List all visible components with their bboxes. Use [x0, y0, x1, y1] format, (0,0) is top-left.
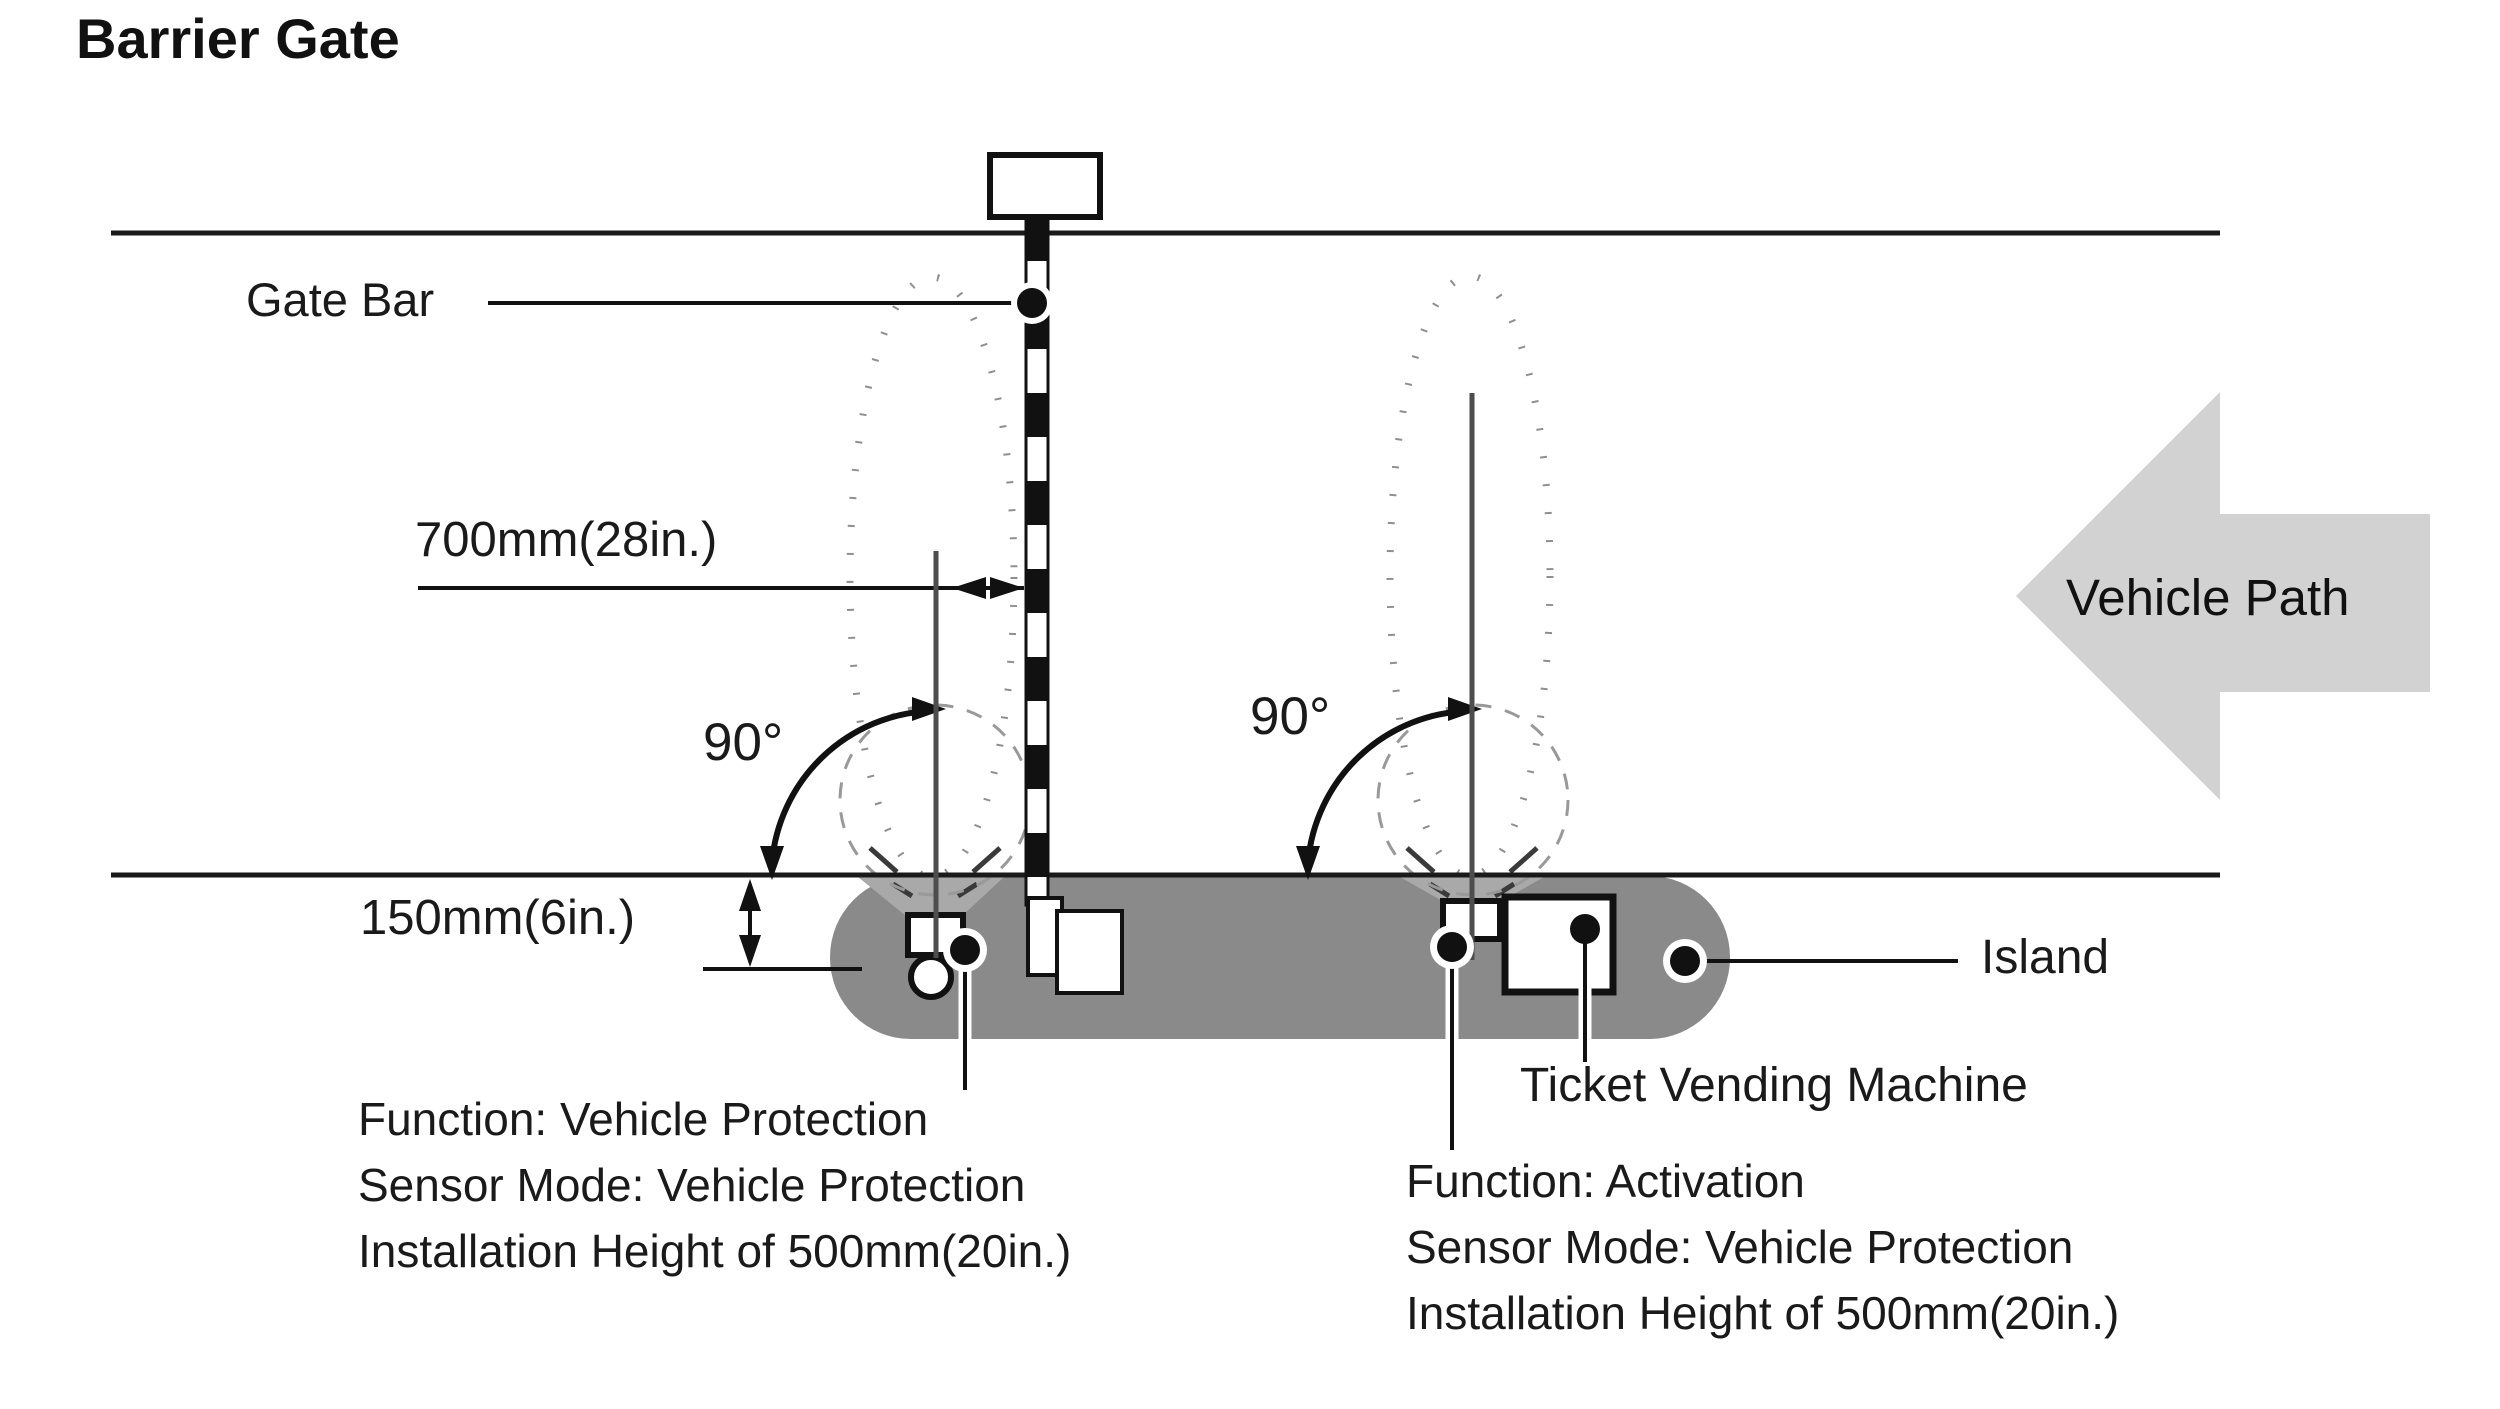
vehicle-path-label: Vehicle Path — [2066, 569, 2350, 626]
right-folded-zone-dashed-circle — [1376, 703, 1570, 897]
right-detection-zone-dotted-ellipse — [1386, 272, 1554, 880]
ticket-machine-leader — [1570, 914, 1600, 1062]
right-sensor-note-line1: Function: Activation — [1406, 1155, 1805, 1207]
right-sensor-note-line2: Sensor Mode: Vehicle Protection — [1406, 1221, 2074, 1273]
dimension-700mm-label: 700mm(28in.) — [415, 513, 718, 567]
gate-bar-assembly — [987, 152, 1124, 995]
left-angle-label: 90° — [703, 713, 784, 772]
right-sensor-leader — [1430, 925, 1474, 1150]
gate-cap-box — [987, 152, 1103, 220]
left-sensor-note-line2: Sensor Mode: Vehicle Protection — [358, 1159, 1026, 1211]
vehicle-path-arrow-icon — [2016, 392, 2430, 800]
ticket-vending-machine-label: Ticket Vending Machine — [1520, 1059, 2028, 1112]
left-detection-zone-dotted-ellipse — [846, 273, 1018, 881]
right-swing-arc — [1296, 697, 1482, 880]
right-sensor-note-line3: Installation Height of 500mm(20in.) — [1406, 1287, 2120, 1339]
right-sensor-note: Function: Activation Sensor Mode: Vehicl… — [1406, 1148, 2119, 1346]
island-label: Island — [1981, 931, 2110, 984]
gate-bar-leader — [488, 282, 1053, 324]
ticket-vending-machine-box — [1501, 893, 1617, 996]
gate-bar-label: Gate Bar — [246, 273, 435, 326]
left-sensor-note: Function: Vehicle Protection Sensor Mode… — [358, 1086, 1071, 1284]
island-leader — [1663, 939, 1958, 983]
left-swing-arc — [760, 697, 946, 880]
left-sensor-beam-dashes — [868, 846, 1002, 899]
page-title: Barrier Gate — [76, 7, 400, 70]
gate-housing-box-2 — [1055, 909, 1124, 995]
left-sensor-note-line1: Function: Vehicle Protection — [358, 1093, 929, 1145]
left-sensor-leader — [943, 928, 987, 1090]
dimension-150mm-label: 150mm(6in.) — [360, 891, 636, 945]
right-angle-label: 90° — [1250, 687, 1331, 746]
left-sensor-note-line3: Installation Height of 500mm(20in.) — [358, 1225, 1072, 1277]
dimension-700mm — [418, 577, 1024, 599]
dimension-150mm — [703, 879, 862, 971]
